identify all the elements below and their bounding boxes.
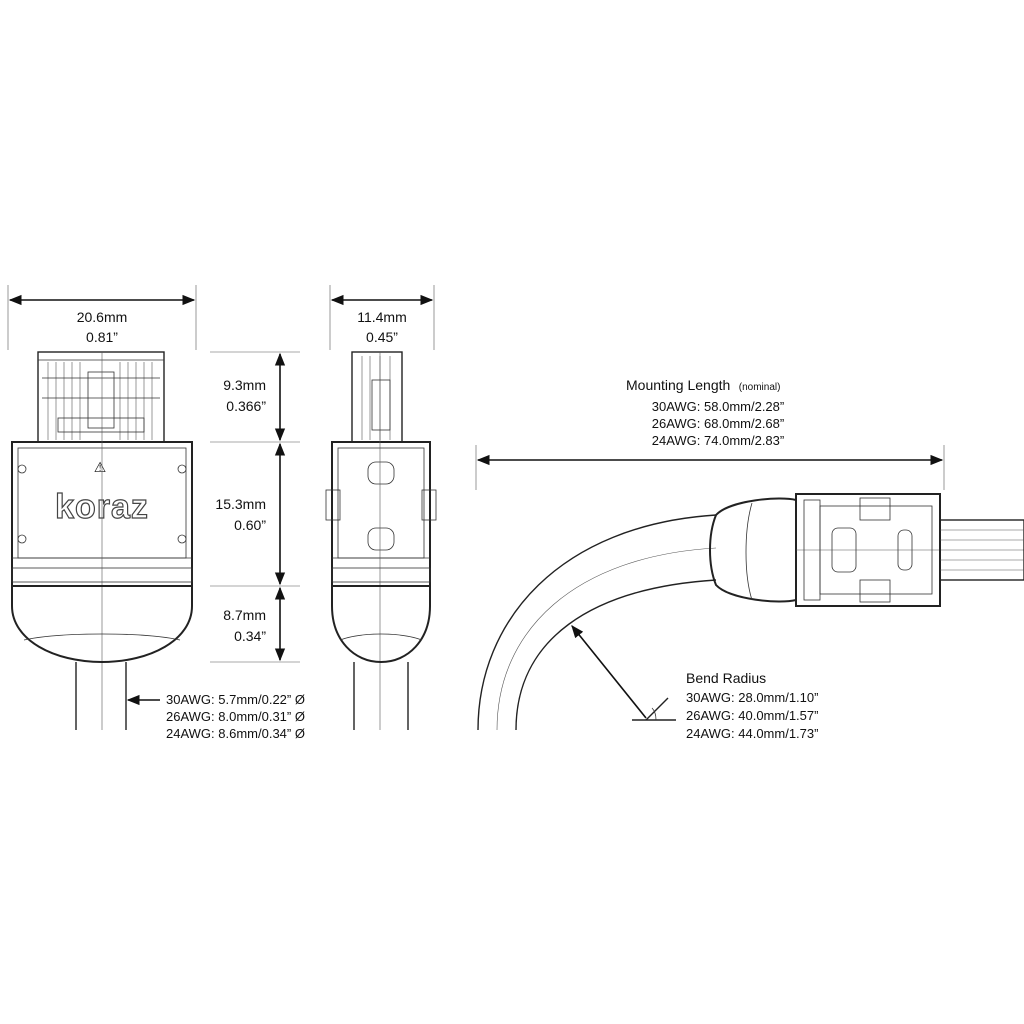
front-width-dimension: 20.6mm 0.81” <box>7 285 197 350</box>
cable-diameter-callout: 30AWG: 5.7mm/0.22” Ø 26AWG: 8.0mm/0.31” … <box>126 692 305 741</box>
mounting-length-dimension: Mounting Length (nominal) 30AWG: 58.0mm/… <box>475 377 945 490</box>
cable-diameter-26awg: 26AWG: 8.0mm/0.31” Ø <box>166 709 305 724</box>
side-view-connector <box>325 351 437 730</box>
front-width-mm: 20.6mm <box>77 309 128 325</box>
svg-text:Mounting Length (nominal: Mounting Length (nominal) <box>626 377 780 394</box>
front-view-connector: ⚠ koraz <box>11 351 193 730</box>
bend-radius-30awg: 30AWG: 28.0mm/1.10” <box>686 690 818 705</box>
bent-cable-view <box>477 493 1024 731</box>
bend-radius-24awg: 24AWG: 44.0mm/1.73” <box>686 726 818 741</box>
body-height-mm: 15.3mm <box>215 496 266 512</box>
mounting-length-note: (nominal) <box>739 382 781 393</box>
bend-radius-callout: Bend Radius 30AWG: 28.0mm/1.10” 26AWG: 4… <box>571 625 818 741</box>
side-width-mm: 11.4mm <box>357 309 407 325</box>
height-dimensions: 9.3mm 0.366” 15.3mm 0.60” 8.7mm 0.34” <box>210 351 300 663</box>
tip-height-mm: 9.3mm <box>223 377 266 393</box>
body-height-in: 0.60” <box>234 517 266 533</box>
mounting-length-26awg: 26AWG: 68.0mm/2.68” <box>652 416 784 431</box>
cable-diameter-30awg: 30AWG: 5.7mm/0.22” Ø <box>166 692 305 707</box>
brand-logo: koraz <box>55 488 149 526</box>
side-width-dimension: 11.4mm 0.45” <box>329 285 435 350</box>
warning-icon: ⚠ <box>94 459 107 475</box>
boot-height-in: 0.34” <box>234 628 266 644</box>
bend-radius-title: Bend Radius <box>686 670 766 686</box>
side-width-in: 0.45” <box>366 329 398 345</box>
front-width-in: 0.81” <box>86 329 118 345</box>
bend-radius-26awg: 26AWG: 40.0mm/1.57” <box>686 708 818 723</box>
mounting-length-24awg: 24AWG: 74.0mm/2.83” <box>652 433 784 448</box>
mounting-length-30awg: 30AWG: 58.0mm/2.28” <box>652 399 784 414</box>
tip-height-in: 0.366” <box>226 398 266 414</box>
boot-height-mm: 8.7mm <box>223 607 266 623</box>
cable-diameter-24awg: 24AWG: 8.6mm/0.34” Ø <box>166 726 305 741</box>
mounting-length-title: Mounting Length <box>626 377 730 393</box>
front-tip-grille <box>42 362 160 440</box>
